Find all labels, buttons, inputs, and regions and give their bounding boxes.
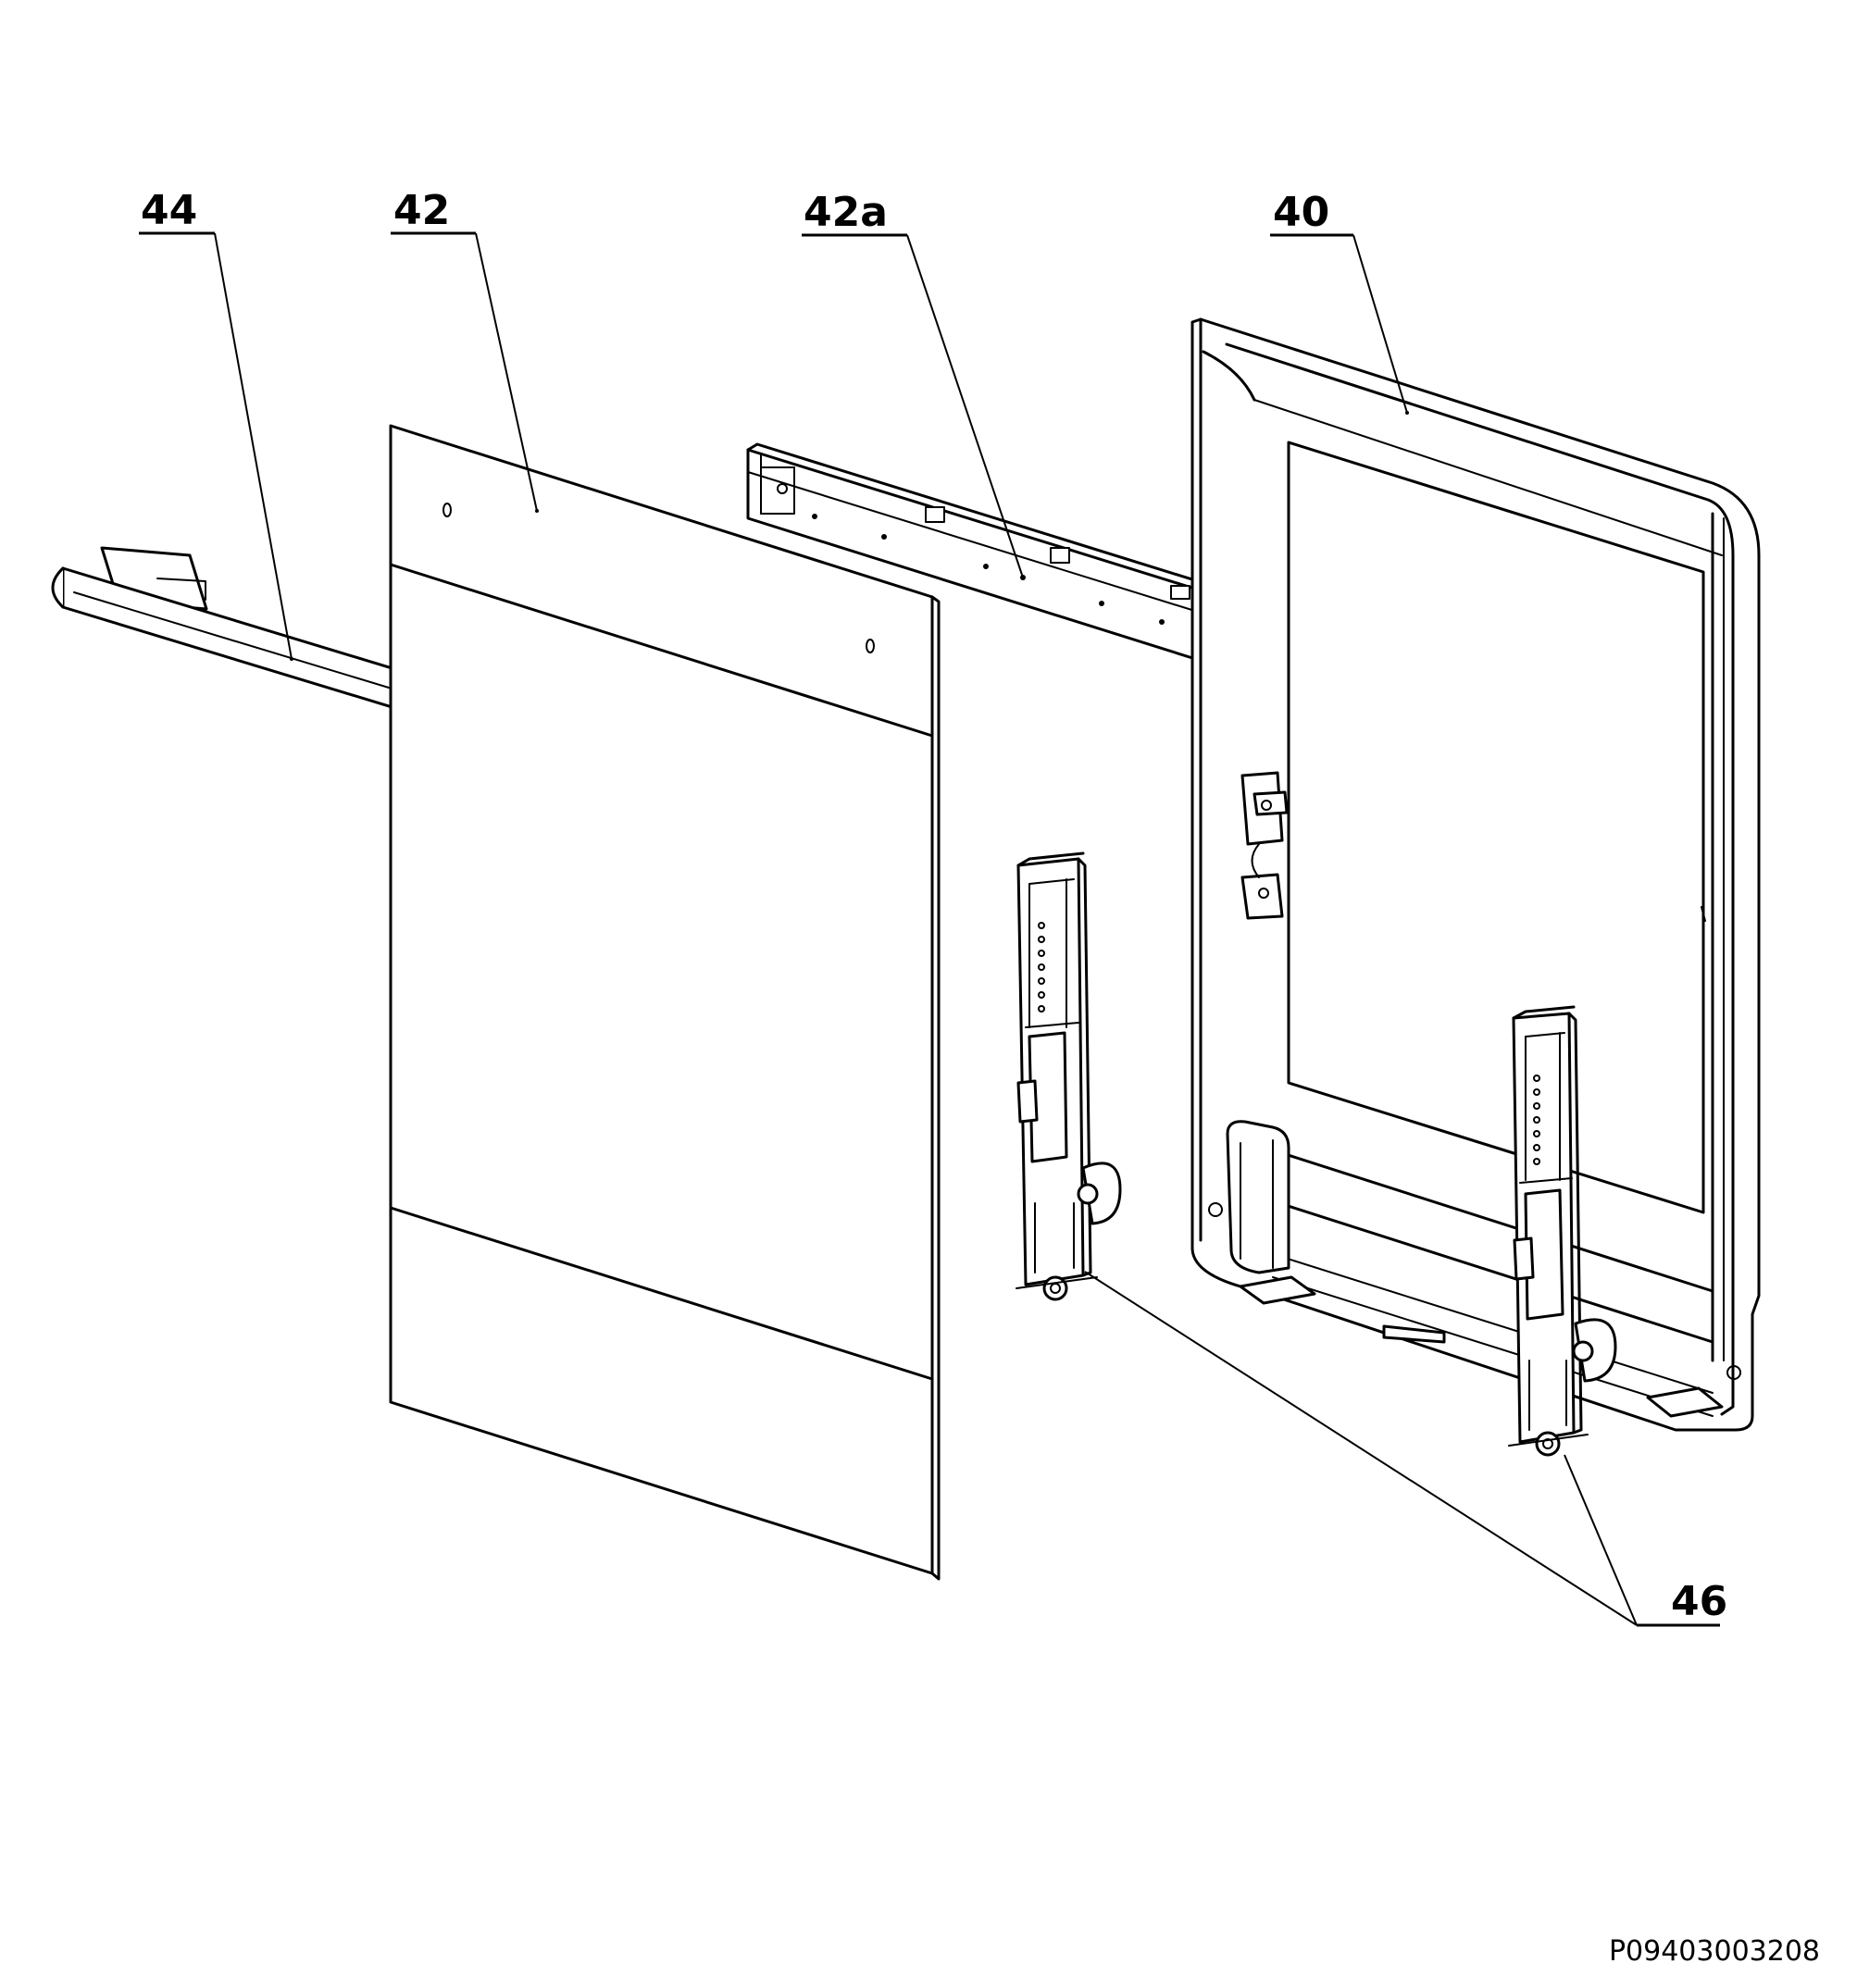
svg-text:44: 44 <box>141 187 197 234</box>
document-code: P09403003208 <box>1608 1935 1820 1968</box>
callout-46: 46 <box>1084 1271 1727 1627</box>
svg-text:40: 40 <box>1273 189 1329 236</box>
svg-text:46: 46 <box>1671 1578 1727 1625</box>
frame-hinge-bracket <box>1240 771 1289 920</box>
svg-text:42a: 42a <box>804 189 888 236</box>
callout-44: 44 <box>139 187 293 660</box>
part-46-hinge-right <box>1508 1005 1617 1457</box>
callout-42a: 42a <box>802 189 1024 578</box>
part-42-outer-panel <box>290 424 941 1581</box>
part-46-hinge-left <box>1016 851 1122 1301</box>
callout-42: 42 <box>391 187 538 512</box>
part-40-inner-frame <box>1190 317 1761 1432</box>
svg-text:42: 42 <box>393 187 450 234</box>
callout-40: 40 <box>1270 189 1408 414</box>
